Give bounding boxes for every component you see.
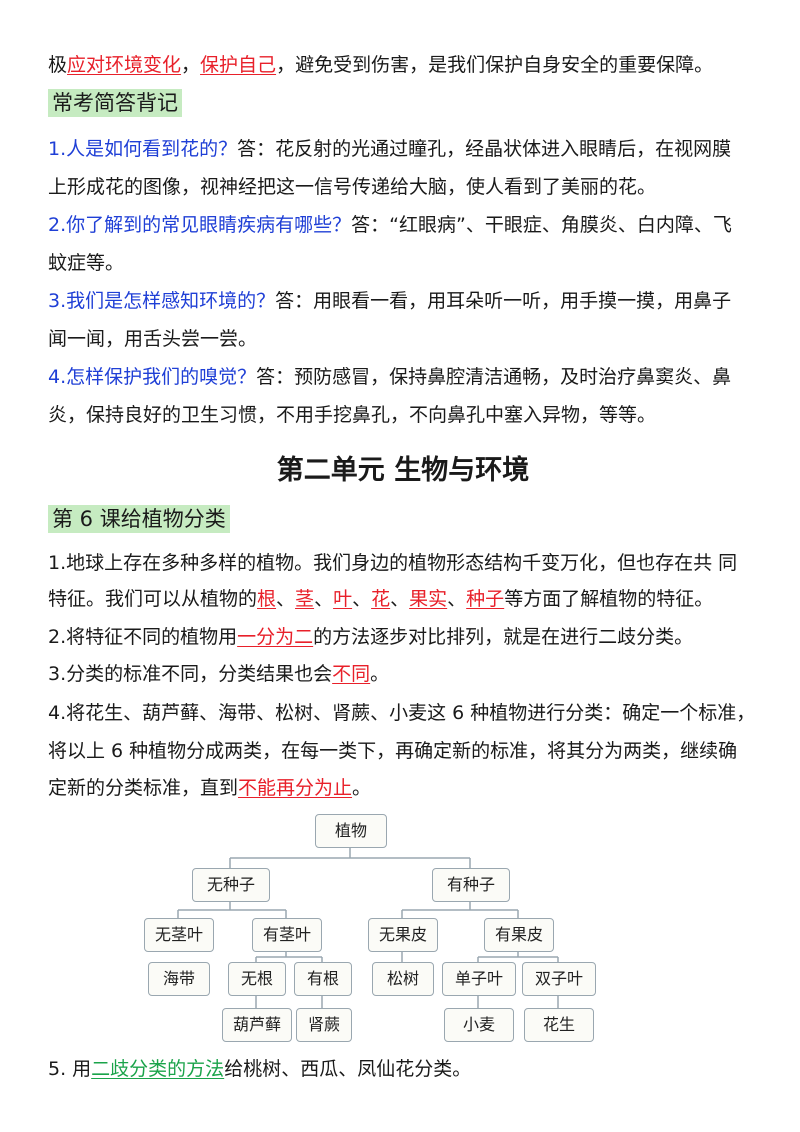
tree-node: 有根 — [294, 962, 352, 996]
text-line: 特征。我们可以从植物的根、茎、叶、花、果实、种子等方面了解植物的特征。 — [48, 586, 713, 612]
text-line: 1.地球上存在多种多样的植物。我们身边的植物形态结构千变万化，但也存在共 同 — [48, 550, 737, 576]
answer: 上形成花的图像，视神经把这一信号传递给大脑，使人看到了美丽的花。 — [48, 176, 657, 198]
tree-node: 肾蕨 — [296, 1008, 352, 1042]
tree-node: 有种子 — [432, 868, 510, 902]
key-term: 保护自己 — [200, 54, 277, 76]
tree-node: 无果皮 — [368, 918, 438, 952]
answer: 答：用眼看一看，用耳朵听一听，用手摸一摸，用鼻子 — [275, 290, 732, 312]
tree-node: 有果皮 — [484, 918, 554, 952]
key-term: 花 — [371, 588, 391, 610]
tree-node: 松树 — [372, 962, 434, 996]
section-heading-text: 第 6 课给植物分类 — [48, 505, 230, 533]
text: 。 — [370, 663, 390, 685]
tree-node: 无茎叶 — [144, 918, 214, 952]
connector — [255, 950, 323, 962]
answer: 答：预防感冒，保持鼻腔清洁通畅，及时治疗鼻窦炎、鼻 — [256, 366, 732, 388]
unit-title: 第二单元 生物与环境 — [276, 455, 530, 486]
tree-connectors — [177, 846, 559, 1008]
text-line: 4.将花生、葫芦藓、海带、松树、肾蕨、小麦这 6 种植物进行分类：确定一个标准， — [48, 700, 755, 726]
tree-node-root: 植物 — [315, 814, 387, 848]
text: ，避免受到伤害，是我们保护自身安全的重要保障。 — [276, 54, 714, 76]
text: 2.将特征不同的植物用 — [48, 626, 238, 648]
text: 定新的分类标准，直到 — [48, 777, 239, 799]
text: 、 — [314, 588, 334, 610]
text-line: 3.分类的标准不同，分类结果也会不同。 — [48, 661, 389, 687]
question: 3.我们是怎样感知环境的？ — [48, 290, 276, 312]
tree-node: 小麦 — [444, 1008, 514, 1042]
tree-node: 有茎叶 — [252, 918, 322, 952]
text: 给桃树、西瓜、凤仙花分类。 — [224, 1058, 472, 1080]
text: 1.地球上存在多种多样的植物。我们身边的植物形态结构千变万化，但也存在共 同 — [48, 552, 738, 574]
key-term: 一分为二 — [237, 626, 314, 648]
text: 将以上 6 种植物分成两类，在每一类下，再确定新的标准，将其分为两类，继续确 — [48, 740, 738, 762]
text: 、 — [390, 588, 410, 610]
key-term: 应对环境变化 — [67, 54, 182, 76]
text: 极 — [48, 54, 68, 76]
section-heading: 第 6 课给植物分类 — [48, 505, 230, 533]
connector — [477, 950, 559, 962]
answer: 蚊症等。 — [48, 252, 125, 274]
text: 4.将花生、葫芦藓、海带、松树、肾蕨、小麦这 6 种植物进行分类：确定一个标准， — [48, 702, 756, 724]
tree-node: 无根 — [228, 962, 286, 996]
tree-node: 海带 — [148, 962, 210, 996]
qa-line: 蚊症等。 — [48, 250, 124, 276]
key-term: 根 — [257, 588, 277, 610]
text-line: 5. 用二歧分类的方法给桃树、西瓜、凤仙花分类。 — [48, 1056, 471, 1082]
text: 、 — [447, 588, 467, 610]
text: 5. 用 — [48, 1058, 92, 1080]
key-term: 果实 — [409, 588, 448, 610]
qa-line: 炎，保持良好的卫生习惯，不用手挖鼻孔，不向鼻孔中塞入异物，等等。 — [48, 402, 656, 428]
text-line: 定新的分类标准，直到不能再分为止。 — [48, 775, 371, 801]
question: 4.怎样保护我们的嗅觉？ — [48, 366, 257, 388]
answer: 闻一闻，用舌头尝一尝。 — [48, 328, 258, 350]
connector — [177, 900, 287, 918]
text: 等方面了解植物的特征。 — [504, 588, 714, 610]
section-heading-text: 常考简答背记 — [48, 89, 182, 117]
question: 2.你了解到的常见眼睛疾病有哪些？ — [48, 214, 352, 236]
key-term: 二歧分类的方法 — [91, 1058, 225, 1080]
classification-tree-diagram: 植物 无种子 有种子 无茎叶 有茎叶 无果皮 有果皮 海带 无根 有根 松树 单… — [140, 812, 600, 1052]
key-term: 茎 — [295, 588, 315, 610]
connector — [229, 846, 471, 868]
qa-line: 2.你了解到的常见眼睛疾病有哪些？答：“红眼病”、干眼症、角膜炎、白内障、飞 — [48, 212, 732, 238]
tree-node: 单子叶 — [442, 962, 516, 996]
answer: 答：“红眼病”、干眼症、角膜炎、白内障、飞 — [351, 214, 732, 236]
key-term: 不同 — [332, 663, 371, 685]
qa-line: 闻一闻，用舌头尝一尝。 — [48, 326, 257, 352]
connector — [401, 900, 519, 918]
text: 的方法逐步对比排列，就是在进行二歧分类。 — [313, 626, 694, 648]
tree-node: 双子叶 — [522, 962, 596, 996]
qa-line: 3.我们是怎样感知环境的？答：用眼看一看，用耳朵听一听，用手摸一摸，用鼻子 — [48, 288, 731, 314]
question: 1.人是如何看到花的？ — [48, 138, 238, 160]
text: 、 — [352, 588, 372, 610]
tree-node: 无种子 — [192, 868, 270, 902]
text: 。 — [352, 777, 372, 799]
key-term: 种子 — [466, 588, 505, 610]
text: 特征。我们可以从植物的 — [48, 588, 258, 610]
key-term: 叶 — [333, 588, 353, 610]
answer: 答：花反射的光通过瞳孔，经晶状体进入眼睛后，在视网膜 — [237, 138, 732, 160]
text-line: 2.将特征不同的植物用一分为二的方法逐步对比排列，就是在进行二歧分类。 — [48, 624, 693, 650]
tree-node: 葫芦藓 — [222, 1008, 292, 1042]
section-heading: 常考简答背记 — [48, 89, 182, 117]
tree-node: 花生 — [524, 1008, 594, 1042]
text: ， — [181, 54, 201, 76]
answer: 炎，保持良好的卫生习惯，不用手挖鼻孔，不向鼻孔中塞入异物，等等。 — [48, 404, 657, 426]
text: 、 — [276, 588, 296, 610]
qa-line: 上形成花的图像，视神经把这一信号传递给大脑，使人看到了美丽的花。 — [48, 174, 656, 200]
text-line: 极应对环境变化，保护自己，避免受到伤害，是我们保护自身安全的重要保障。 — [48, 52, 713, 78]
key-term: 不能再分为止 — [238, 777, 353, 799]
qa-line: 4.怎样保护我们的嗅觉？答：预防感冒，保持鼻腔清洁通畅，及时治疗鼻窦炎、鼻 — [48, 364, 731, 390]
text: 3.分类的标准不同，分类结果也会 — [48, 663, 333, 685]
text-line: 将以上 6 种植物分成两类，在每一类下，再确定新的标准，将其分为两类，继续确 — [48, 738, 737, 764]
qa-line: 1.人是如何看到花的？答：花反射的光通过瞳孔，经晶状体进入眼睛后，在视网膜 — [48, 136, 731, 162]
